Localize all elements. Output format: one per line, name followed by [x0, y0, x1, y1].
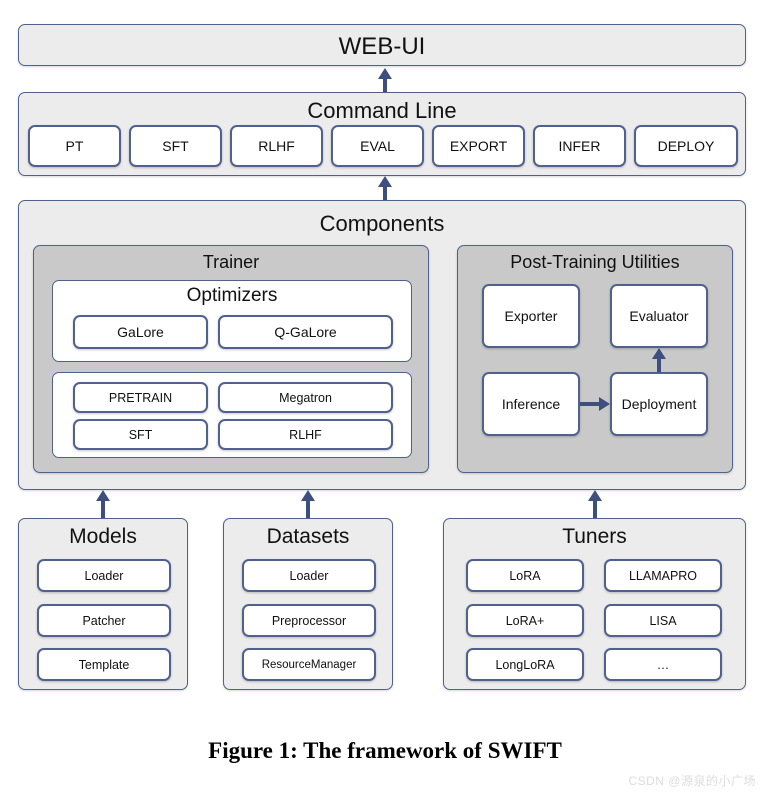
tuners-item-llamapro[interactable]: LLAMAPRO — [604, 559, 722, 592]
optimizer-q-galore[interactable]: Q-GaLore — [218, 315, 393, 349]
optimizer-galore[interactable]: GaLore — [73, 315, 208, 349]
tuners-item-longlora[interactable]: LongLoRA — [466, 648, 584, 681]
models-item-patcher[interactable]: Patcher — [37, 604, 171, 637]
command-line-frame[interactable]: Command Line PT SFT RLHF EVAL EXPORT INF… — [18, 92, 746, 176]
web-ui-title: WEB-UI — [338, 33, 426, 60]
components-title: Components — [319, 211, 445, 236]
post-training-utilities-title: Post-Training Utilities — [510, 252, 680, 272]
training-method-pretrain[interactable]: PRETRAIN — [73, 382, 208, 413]
datasets-title: Datasets — [266, 525, 350, 548]
datasets-frame[interactable]: Datasets Loader Preprocessor ResourceMan… — [223, 518, 393, 690]
datasets-item-resourcemanager[interactable]: ResourceManager — [242, 648, 376, 681]
tuners-frame[interactable]: Tuners LoRA LoRA+ LongLoRA LLAMAPRO LISA… — [443, 518, 746, 690]
post-training-exporter[interactable]: Exporter — [482, 284, 580, 348]
command-line-title: Command Line — [307, 98, 457, 123]
web-ui-frame[interactable]: WEB-UI — [18, 24, 746, 66]
arrow-models-to-components — [96, 490, 110, 518]
arrow-components-to-command-line — [378, 176, 392, 202]
arrow-command-line-to-web-ui — [378, 68, 392, 92]
arrow-datasets-to-components — [301, 490, 315, 518]
training-method-sft[interactable]: SFT — [73, 419, 208, 450]
post-training-deployment[interactable]: Deployment — [610, 372, 708, 436]
post-training-evaluator[interactable]: Evaluator — [610, 284, 708, 348]
optimizers-title: Optimizers — [186, 285, 278, 306]
training-method-megatron[interactable]: Megatron — [218, 382, 393, 413]
figure-caption: Figure 1: The framework of SWIFT — [208, 738, 562, 763]
arrow-deployment-to-evaluator — [652, 348, 666, 372]
post-training-inference[interactable]: Inference — [482, 372, 580, 436]
arrow-tuners-to-components — [588, 490, 602, 518]
command-button-eval[interactable]: EVAL — [331, 125, 424, 167]
command-button-rlhf[interactable]: RLHF — [230, 125, 323, 167]
tuners-title: Tuners — [562, 525, 627, 548]
tuners-item-ellipsis[interactable]: … — [604, 648, 722, 681]
tuners-item-lora[interactable]: LoRA — [466, 559, 584, 592]
arrow-inference-to-deployment — [580, 397, 610, 411]
components-frame[interactable]: Components Trainer Optimizers GaLore Q-G… — [18, 200, 746, 490]
command-button-infer[interactable]: INFER — [533, 125, 626, 167]
training-method-rlhf[interactable]: RLHF — [218, 419, 393, 450]
command-button-pt[interactable]: PT — [28, 125, 121, 167]
trainer-title: Trainer — [202, 252, 260, 272]
trainer-panel[interactable]: Trainer Optimizers GaLore Q-GaLore PRETR… — [33, 245, 429, 473]
training-methods-panel[interactable]: PRETRAIN Megatron SFT RLHF — [52, 372, 412, 458]
models-item-template[interactable]: Template — [37, 648, 171, 681]
tuners-item-lisa[interactable]: LISA — [604, 604, 722, 637]
models-title: Models — [69, 525, 137, 548]
command-button-sft[interactable]: SFT — [129, 125, 222, 167]
command-button-export[interactable]: EXPORT — [432, 125, 525, 167]
command-button-deploy[interactable]: DEPLOY — [634, 125, 738, 167]
datasets-item-loader[interactable]: Loader — [242, 559, 376, 592]
models-frame[interactable]: Models Loader Patcher Template — [18, 518, 188, 690]
datasets-item-preprocessor[interactable]: Preprocessor — [242, 604, 376, 637]
tuners-item-lora-plus[interactable]: LoRA+ — [466, 604, 584, 637]
watermark: CSDN @源泉的小广场 — [628, 774, 756, 788]
post-training-utilities-panel[interactable]: Post-Training Utilities Exporter Evaluat… — [457, 245, 733, 473]
optimizers-panel[interactable]: Optimizers GaLore Q-GaLore — [52, 280, 412, 362]
models-item-loader[interactable]: Loader — [37, 559, 171, 592]
